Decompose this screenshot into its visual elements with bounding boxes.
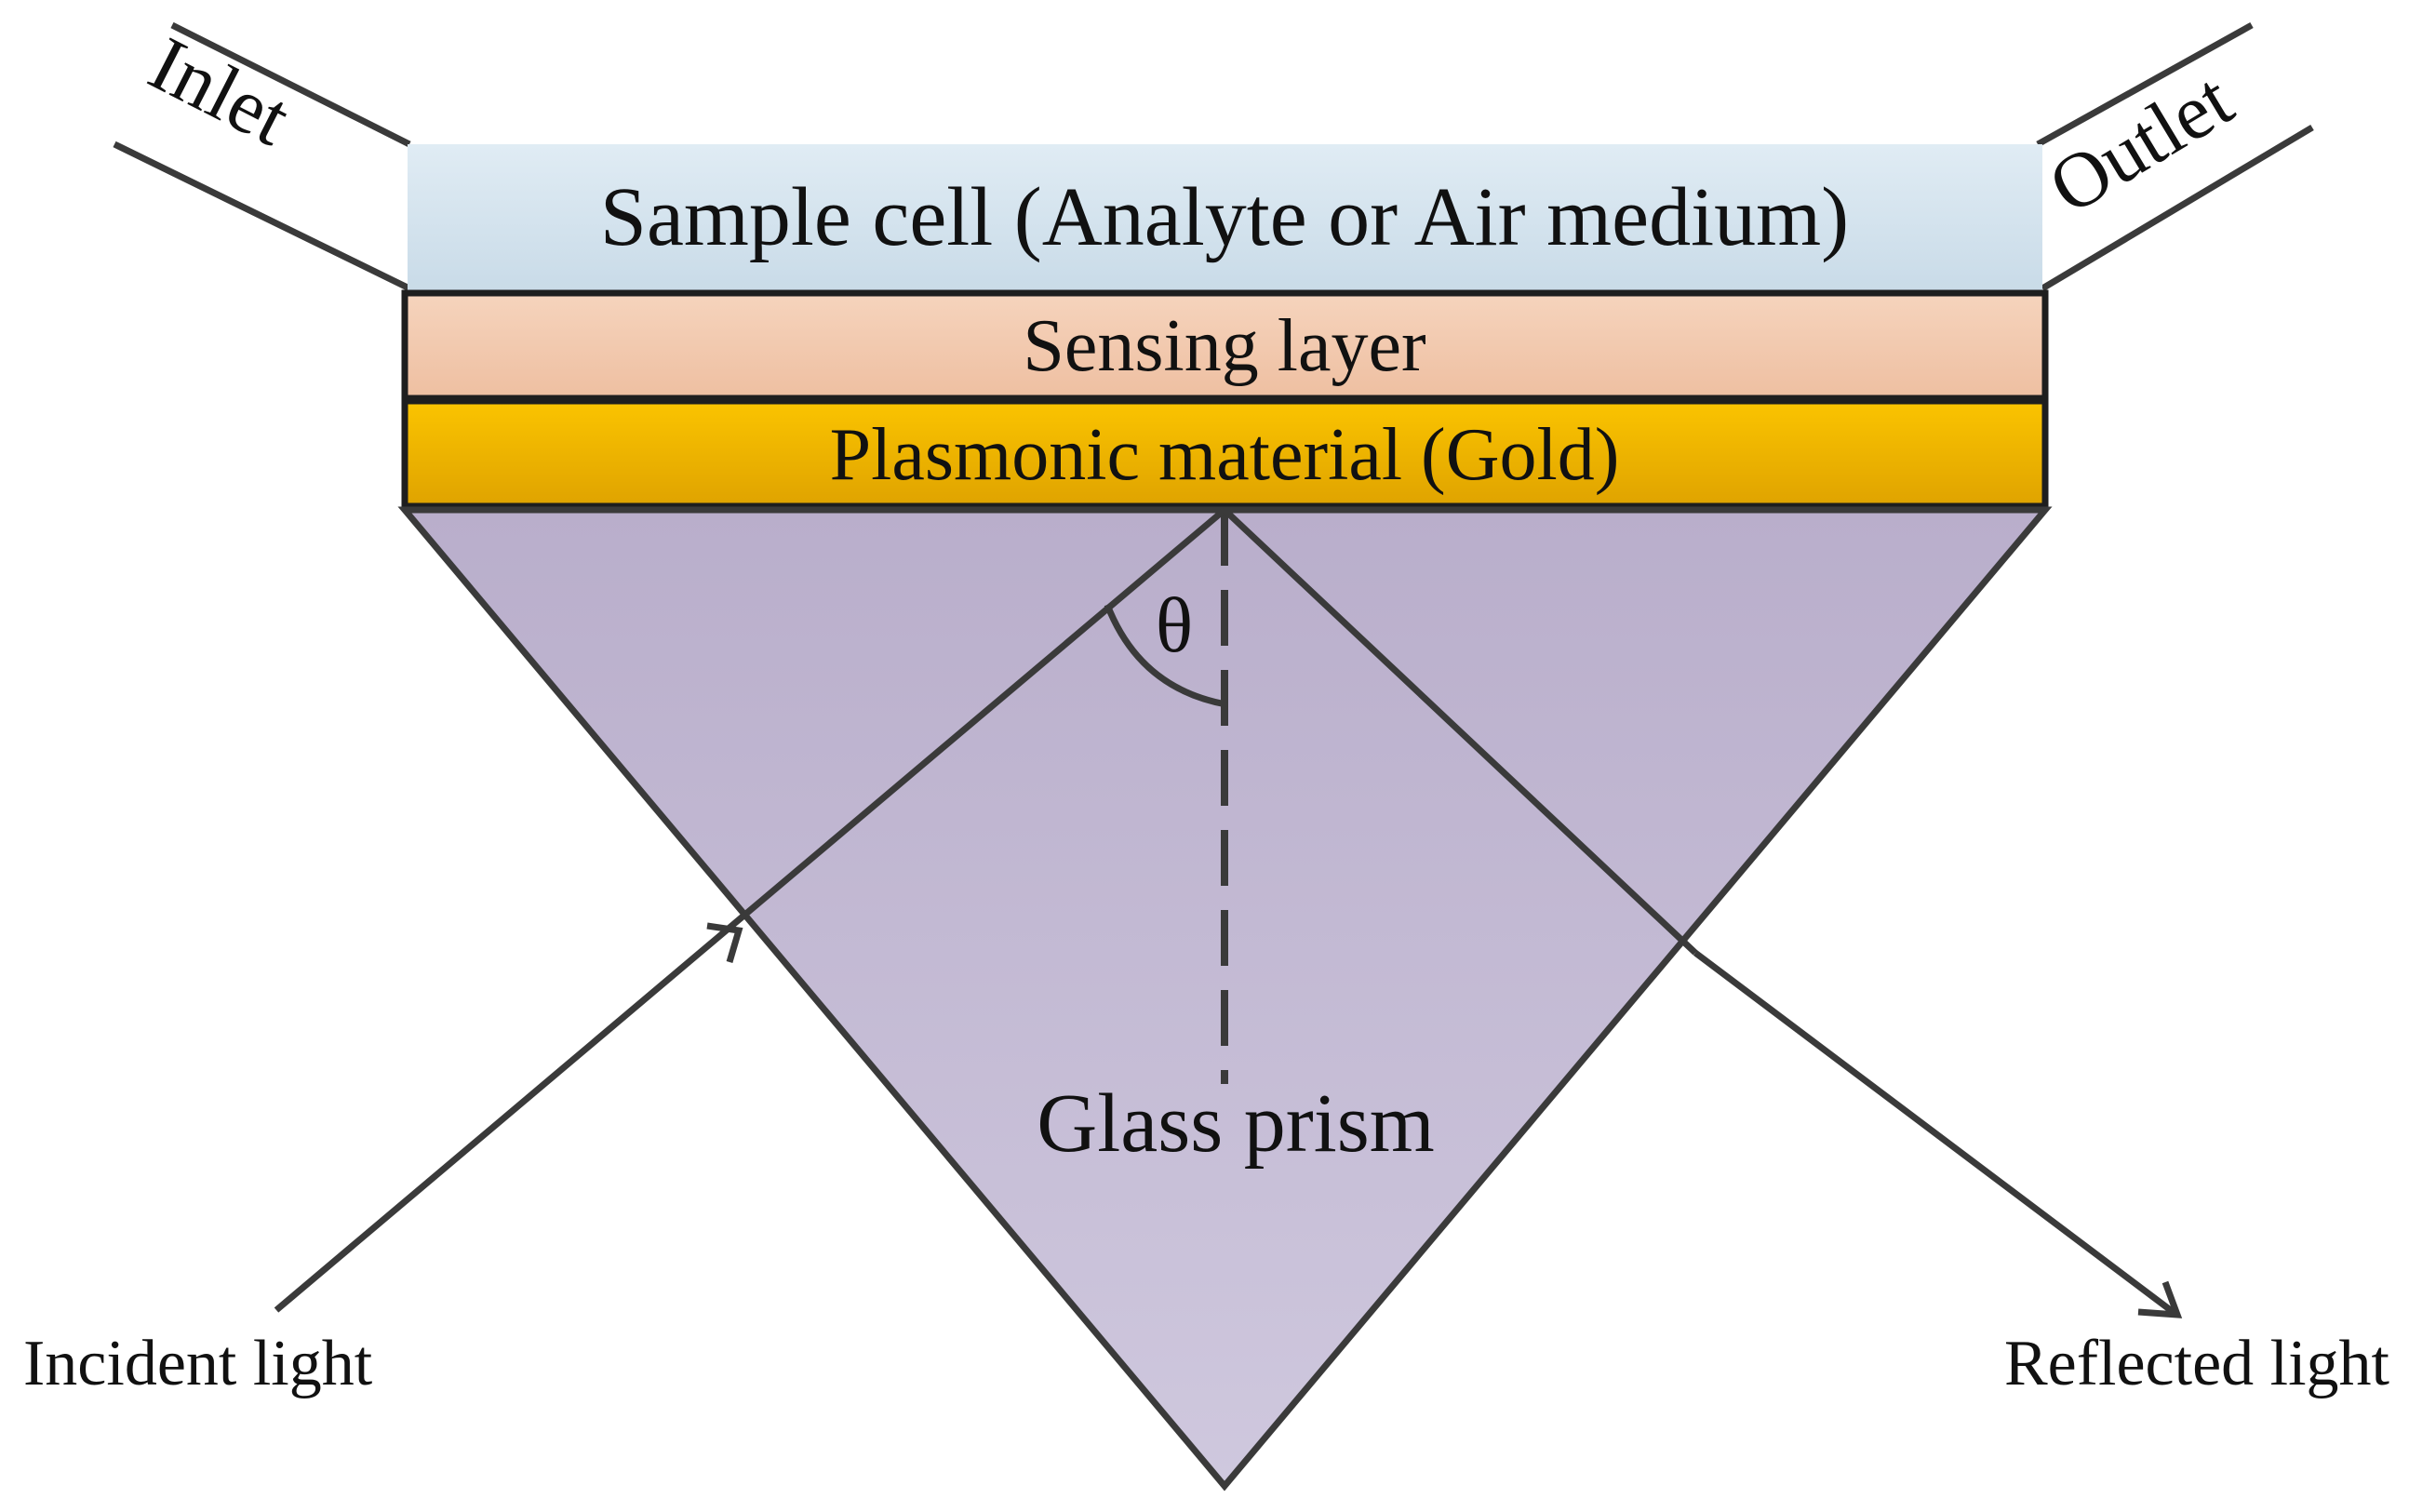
- outlet-label: Outlet: [2035, 56, 2247, 231]
- outlet-channel-lower-line: [2041, 124, 2314, 292]
- theta-label: θ: [1156, 582, 1193, 669]
- reflected-arrowhead-icon: [2137, 1280, 2183, 1318]
- sample-cell-label: Sample cell (Analyte or Air medium): [600, 171, 1849, 263]
- inlet-label: Inlet: [136, 20, 302, 163]
- incident-light-ray: [274, 507, 1227, 1313]
- plasmonic-gold-layer: [401, 397, 2049, 510]
- incident-arrowhead-icon: [706, 922, 743, 963]
- theta-angle-arc: [1104, 603, 1227, 708]
- reflected-light-ray-outside: [1693, 950, 2178, 1317]
- inlet-channel-upper-line: [170, 21, 411, 148]
- glass-prism-label: Glass prism: [1037, 1077, 1435, 1170]
- outlet-channel-upper-line: [2036, 21, 2254, 148]
- sample-cell: [408, 144, 2042, 290]
- inlet-channel-lower-line: [113, 140, 411, 292]
- reflected-light-ray-inside: [1222, 507, 1698, 956]
- sensing-layer-label: Sensing layer: [1023, 305, 1425, 387]
- plasmonic-material-label: Plasmonic material (Gold): [830, 414, 1620, 496]
- incident-light-label: Incident light: [23, 1328, 373, 1399]
- reflected-light-label: Reflected light: [2004, 1328, 2390, 1399]
